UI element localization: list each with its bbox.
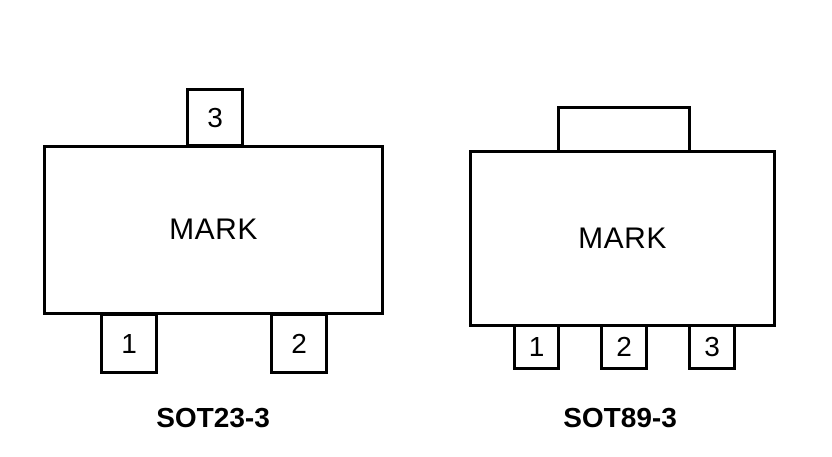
mark-label: MARK <box>578 221 667 255</box>
pin-number: 3 <box>207 101 223 133</box>
pin-number: 1 <box>528 331 545 362</box>
sot89-pin-3: 3 <box>688 324 736 370</box>
sot89-heatsink-tab <box>557 106 691 153</box>
pin-number: 1 <box>121 327 137 359</box>
sot23-body: MARK <box>43 145 384 315</box>
mark-label: MARK <box>169 213 258 246</box>
pin-number: 3 <box>704 331 720 362</box>
sot89-package-name: SOT89-3 <box>563 402 677 433</box>
sot23-pin-1: 1 <box>100 313 158 374</box>
sot23-pin-3: 3 <box>186 88 244 147</box>
sot23-pin-2: 2 <box>270 313 328 374</box>
sot89-body: MARK <box>469 150 776 327</box>
sot89-pin-1: 1 <box>513 324 560 370</box>
pin-number: 2 <box>291 327 307 359</box>
sot23-package-name: SOT23-3 <box>156 402 270 433</box>
pin-number: 2 <box>616 331 632 362</box>
sot89-pin-2: 2 <box>600 324 648 370</box>
